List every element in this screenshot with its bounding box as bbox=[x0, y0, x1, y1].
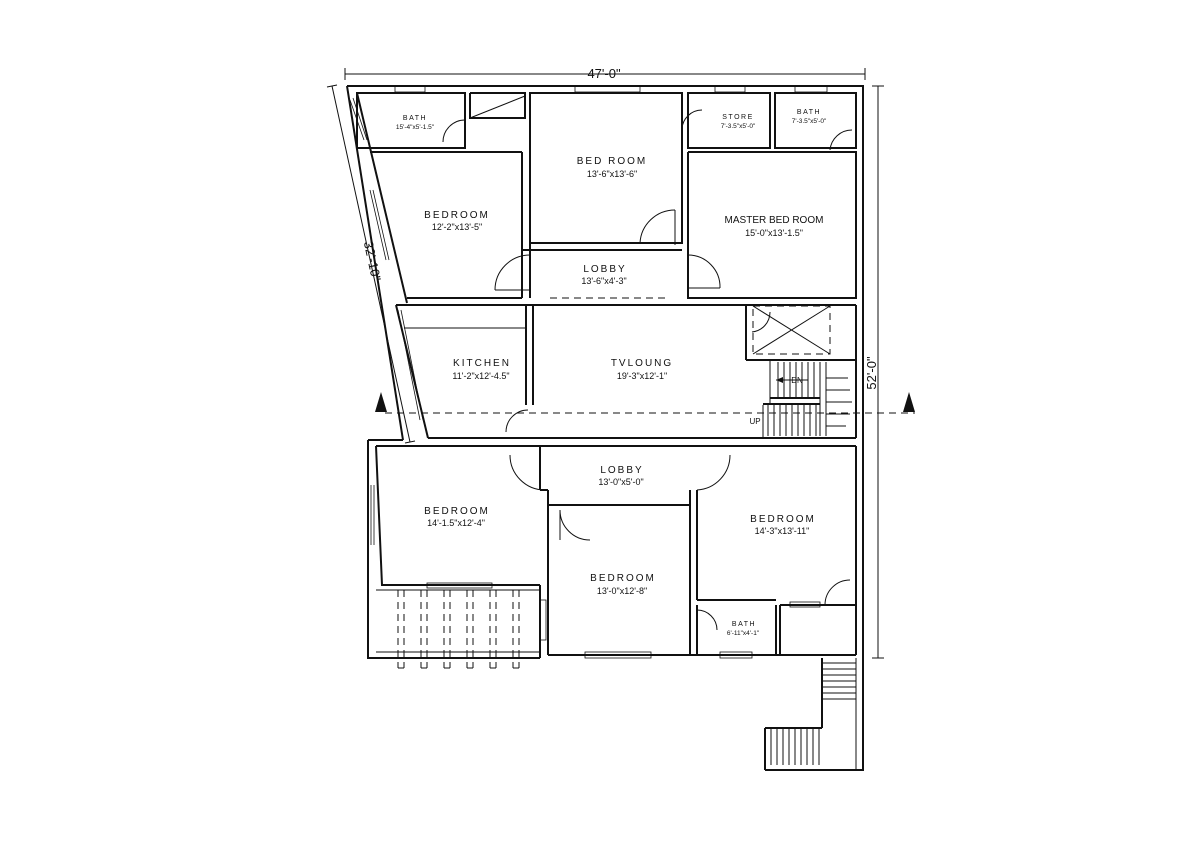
dim-right: 52'-0" bbox=[864, 356, 879, 390]
master-bed-room-name: MASTER BED ROOM bbox=[725, 215, 824, 226]
tv-lounge-size: 19'-3"x12'-1" bbox=[617, 371, 667, 381]
bedroom-bottom-left-name: BEDROOM bbox=[424, 506, 490, 517]
bath-top-left-name: BATH bbox=[403, 115, 427, 122]
entry-steps bbox=[764, 658, 857, 770]
upper-rooms bbox=[356, 92, 857, 299]
bedroom-bottom-center-name: BEDROOM bbox=[590, 573, 656, 584]
lobby-bottom-name: LOBBY bbox=[600, 465, 643, 476]
dim-width: 47'-0" bbox=[587, 66, 621, 81]
bed-room-top-name: BED ROOM bbox=[577, 156, 647, 167]
lower-windows bbox=[426, 582, 821, 659]
bath-top-right-name: BATH bbox=[797, 109, 821, 116]
lobby-top-size: 13'-6"x4'-3" bbox=[581, 276, 626, 286]
stairs-up-label: UP bbox=[749, 417, 760, 426]
section-line bbox=[375, 392, 915, 433]
bath-bottom-size: 6'-11"x4'-1" bbox=[727, 630, 760, 637]
bedroom-left-size: 12'-2"x13'-5" bbox=[432, 222, 482, 232]
store-name: STORE bbox=[722, 114, 754, 121]
bedroom-bottom-center-size: 13'-0"x12'-8" bbox=[597, 586, 647, 596]
bedroom-bottom-left-size: 14'-1.5"x12'-4" bbox=[427, 518, 485, 528]
store-size: 7'-3.5"x5'-0" bbox=[721, 123, 756, 130]
dim-left: 32'-10" bbox=[361, 240, 384, 283]
lower-doors bbox=[509, 454, 851, 631]
bath-bottom-name: BATH bbox=[732, 621, 756, 628]
stair-arrow-icon bbox=[776, 377, 783, 383]
lobby-top-name: LOBBY bbox=[583, 264, 626, 275]
master-bed-room-size: 15'-0"x13'-1.5" bbox=[745, 228, 803, 238]
bedroom-bottom-right-size: 14'-3"x13'-11" bbox=[755, 526, 810, 536]
kitchen-size: 11'-2"x12'-4.5" bbox=[452, 371, 509, 381]
bedroom-left-name: BEDROOM bbox=[424, 210, 490, 221]
bath-top-right-size: 7'-3.5"x5'-0" bbox=[792, 118, 827, 125]
stairs-down-label: DN bbox=[791, 376, 803, 385]
tv-lounge-name: TVLOUNG bbox=[611, 358, 673, 369]
bath-top-left-size: 15'-4"x5'-1.5" bbox=[396, 124, 435, 131]
upper-doors bbox=[442, 109, 853, 291]
bed-room-top-size: 13'-6"x13'-6" bbox=[587, 169, 637, 179]
left-windows bbox=[349, 97, 424, 545]
kitchen-name: KITCHEN bbox=[453, 358, 511, 369]
staircase bbox=[762, 360, 852, 438]
lobby-bottom-size: 13'-0"x5'-0" bbox=[598, 477, 643, 487]
duct-shaft bbox=[751, 305, 831, 355]
dimension-lines bbox=[326, 68, 884, 659]
bedroom-bottom-right-name: BEDROOM bbox=[750, 514, 816, 525]
middle-rooms bbox=[396, 297, 857, 438]
top-windows bbox=[394, 85, 828, 93]
porch-pergola bbox=[376, 589, 540, 669]
